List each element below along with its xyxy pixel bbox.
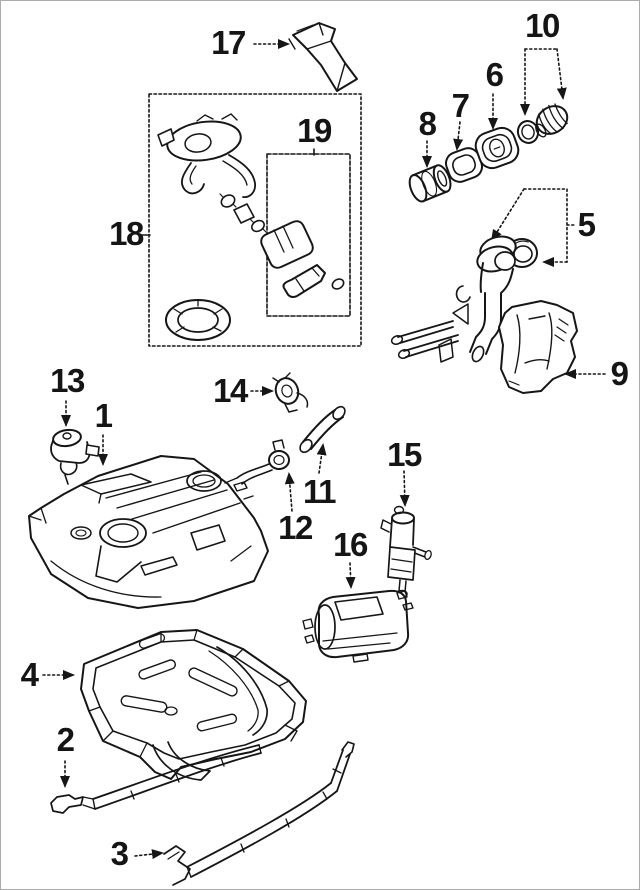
- part-17-bracket: [288, 22, 358, 92]
- callout-5: 5: [577, 206, 596, 243]
- part-1-fuel-tank: [28, 455, 269, 609]
- callout-11: 11: [303, 473, 336, 510]
- pump-small-parts: [219, 193, 345, 298]
- callout-1: 1: [94, 397, 113, 434]
- callout-19: 19: [297, 112, 332, 149]
- part-14-clamp: [272, 372, 309, 413]
- part-11-hose: [299, 405, 346, 454]
- part-7-gasket: [444, 147, 484, 183]
- callout-10: 10: [525, 7, 560, 44]
- callout-14: 14: [213, 372, 248, 409]
- part-4-tray: [80, 629, 307, 781]
- part-13-valve: [50, 428, 100, 485]
- assembly-box-18: [148, 93, 362, 347]
- callout-15: 15: [387, 436, 422, 473]
- label-ticks: [140, 148, 315, 236]
- filler-neck-and-pipe: [390, 235, 517, 363]
- part-10-fuel-cap: [535, 103, 569, 138]
- part-6-seal: [474, 126, 520, 170]
- part-15-valve: [380, 505, 432, 606]
- fuel-pump-sender-unit: [157, 113, 256, 198]
- callout-17: 17: [211, 24, 246, 61]
- part-3-strap: [163, 741, 355, 886]
- callout-6: 6: [485, 56, 504, 93]
- leader-lines: [42, 39, 606, 860]
- tank-gasket-ring: [165, 299, 231, 341]
- callout-9: 9: [610, 355, 629, 392]
- callout-8: 8: [418, 105, 437, 142]
- callout-16: 16: [333, 526, 368, 563]
- callout-18: 18: [109, 215, 144, 252]
- callout-12: 12: [278, 509, 313, 546]
- part-16-canister: [302, 589, 414, 663]
- callout-7: 7: [451, 87, 470, 124]
- part-10-retainer-ring: [516, 120, 540, 144]
- callout-13: 13: [50, 362, 85, 399]
- part-2-strap: [50, 744, 262, 814]
- part-9-shield: [498, 300, 578, 394]
- callout-2: 2: [56, 721, 75, 758]
- callout-4: 4: [20, 656, 39, 693]
- callout-3: 3: [110, 835, 129, 872]
- part-12-clamp: [224, 439, 290, 485]
- part-8-seal-cup: [408, 164, 452, 203]
